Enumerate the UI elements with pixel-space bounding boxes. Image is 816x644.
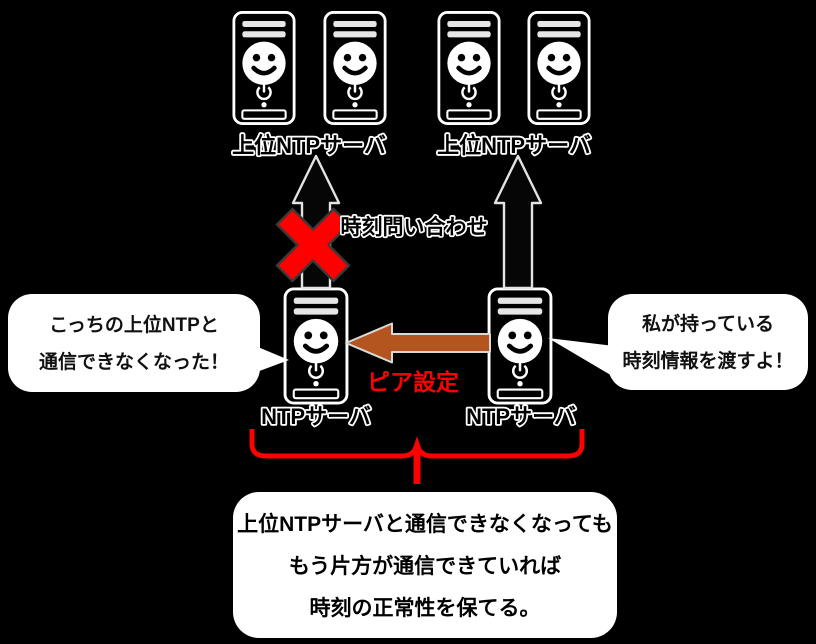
right-bubble-line-2: 時刻情報を渡すよ！ [622, 351, 794, 372]
peer-arrow-icon [345, 322, 491, 364]
left-speech-bubble: こっちの上位NTPと 通信できなくなった！ [8, 294, 260, 392]
left-bubble-line-1: こっちの上位NTPと [49, 315, 219, 336]
explanation-note: 上位NTPサーバと通信できなくなっても もう片方が通信できていれば 時刻の正常性… [233, 492, 617, 638]
peer-config-label: ピア設定 [367, 369, 459, 395]
right-bubble-line-1: 私が持っている [641, 314, 775, 335]
right-bubble-tail-icon [548, 338, 614, 377]
error-x-icon [275, 207, 351, 283]
upper-ntp-right-label: 上位NTPサーバ [437, 133, 591, 158]
right-speech-bubble: 私が持っている 時刻情報を渡すよ！ [608, 294, 808, 390]
ntp-server-right-label: NTPサーバ [466, 404, 576, 429]
ntp-server-left-label: NTPサーバ [261, 404, 371, 429]
upper-ntp-left-label: 上位NTPサーバ [232, 133, 386, 158]
note-line-3: 時刻の正常性を保てる。 [309, 597, 541, 620]
brace-icon [249, 429, 585, 459]
time-query-label: 時刻問い合わせ [341, 215, 488, 239]
up-arrow-right-icon [493, 154, 543, 290]
note-line-2: もう片方が通信できていれば [288, 555, 562, 578]
note-line-1: 上位NTPサーバと通信できなくなっても [237, 513, 613, 536]
left-bubble-line-2: 通信できなくなった！ [38, 352, 229, 373]
